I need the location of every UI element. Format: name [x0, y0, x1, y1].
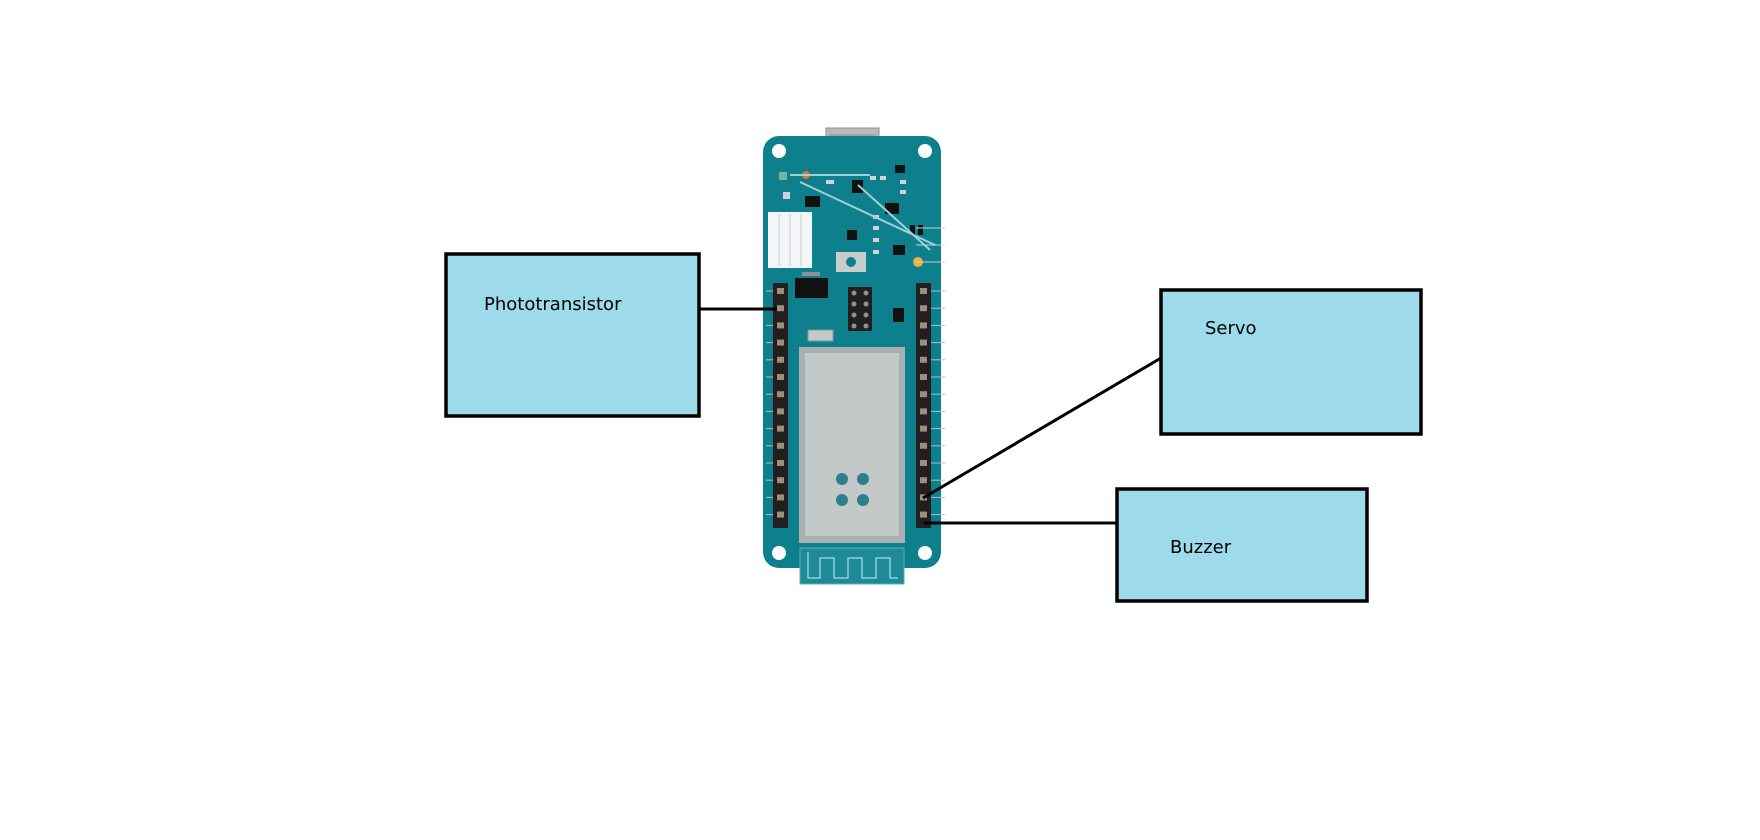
header-pin — [777, 477, 784, 484]
wires — [695, 307, 1162, 525]
header-pin — [920, 425, 927, 432]
chip — [795, 278, 828, 298]
header-pin — [777, 374, 784, 380]
header-pin — [777, 288, 784, 294]
mounting-hole — [918, 546, 932, 560]
pin-header-right — [916, 283, 931, 528]
header-pin — [777, 425, 784, 432]
battery-connector — [768, 212, 812, 268]
arduino-board — [763, 127, 945, 585]
header-pin — [920, 442, 927, 449]
header-pin — [777, 408, 784, 415]
wire-servo — [922, 356, 1162, 500]
buzzer-box: Buzzer — [1115, 487, 1369, 603]
isp-header — [848, 287, 872, 331]
header-pin — [777, 305, 784, 312]
phototransistor-box: Phototransistor — [444, 252, 701, 418]
header-pin — [920, 511, 927, 518]
header-pin — [920, 374, 927, 380]
header-pin — [777, 356, 784, 363]
reset-button — [836, 252, 866, 272]
header-pin — [920, 460, 927, 466]
header-pin — [920, 288, 927, 294]
header-pin — [920, 305, 927, 312]
header-pin — [777, 322, 784, 329]
header-pin — [777, 494, 784, 501]
header-pin — [777, 339, 784, 346]
buzzer-label: Buzzer — [1170, 537, 1232, 558]
header-pin — [920, 356, 927, 363]
phototransistor-label: Phototransistor — [484, 294, 622, 315]
header-pin — [777, 511, 784, 518]
servo-box: Servo — [1159, 288, 1423, 436]
radio-module — [799, 347, 905, 543]
header-pin — [920, 339, 927, 346]
servo-label: Servo — [1205, 318, 1257, 339]
header-pin — [920, 408, 927, 415]
header-pin — [777, 460, 784, 466]
header-pin — [920, 477, 927, 484]
header-pin — [777, 391, 784, 398]
header-pin — [777, 442, 784, 449]
header-pin — [920, 391, 927, 398]
pins-left — [766, 288, 784, 518]
mounting-hole — [918, 144, 932, 158]
pin-header-left — [773, 283, 788, 528]
mounting-hole — [772, 144, 786, 158]
antenna — [799, 547, 905, 585]
board-components — [779, 165, 945, 267]
mounting-hole — [772, 546, 786, 560]
header-pin — [920, 322, 927, 329]
